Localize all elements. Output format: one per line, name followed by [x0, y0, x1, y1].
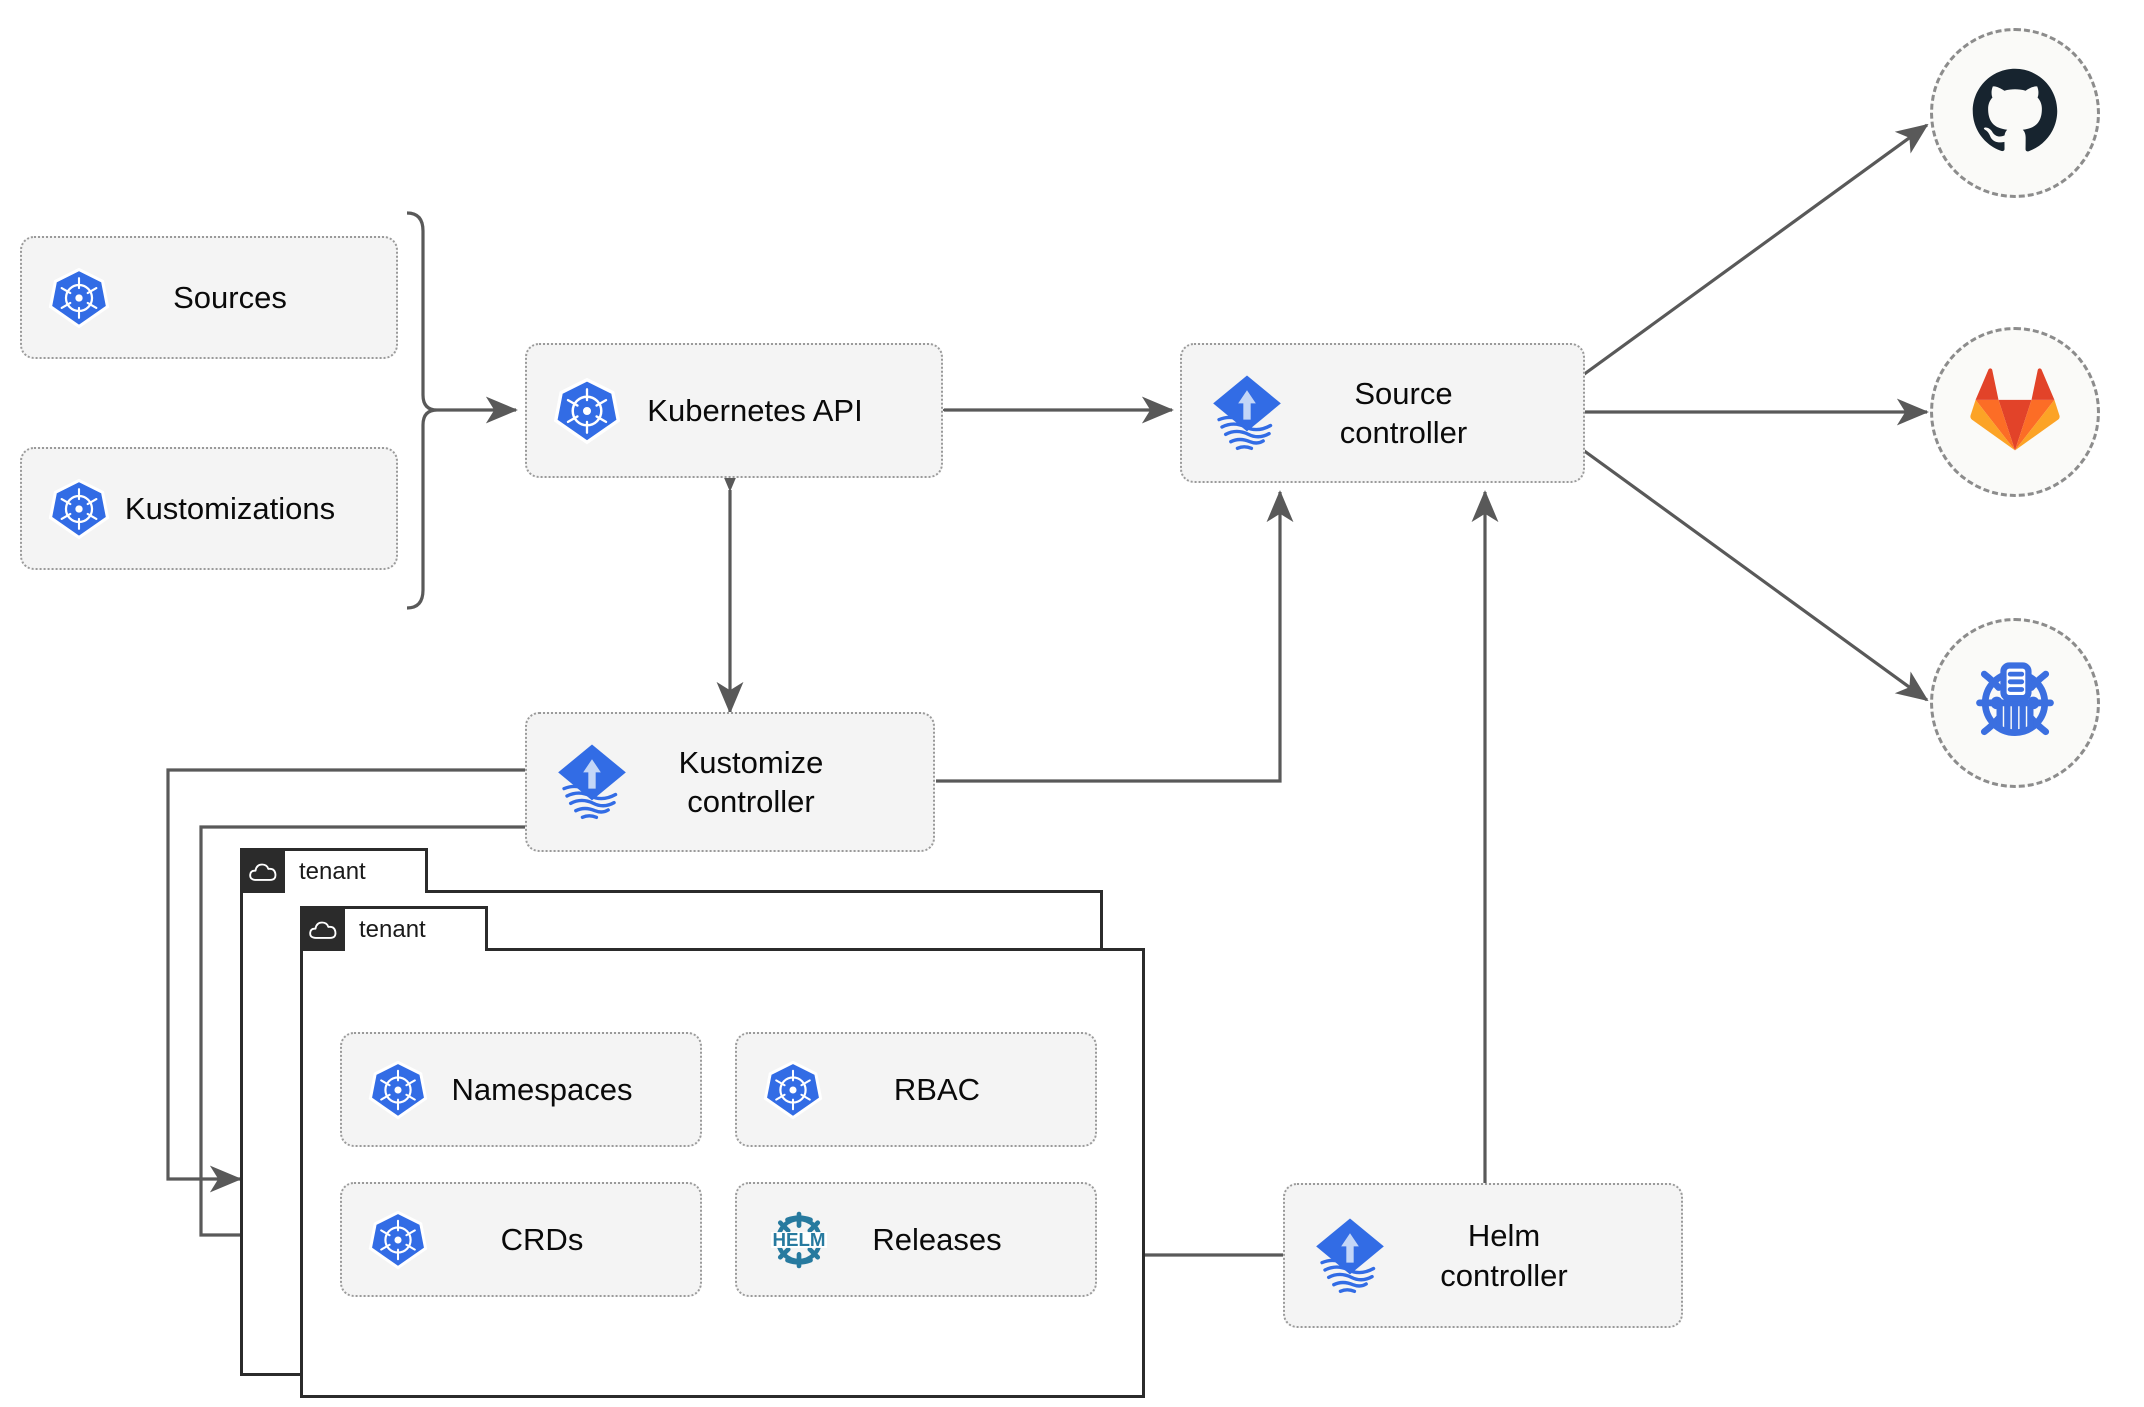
node-crds[interactable]: CRDs	[340, 1182, 702, 1297]
node-namespaces[interactable]: Namespaces	[340, 1032, 702, 1147]
node-sources[interactable]: Sources	[20, 236, 398, 359]
kubernetes-icon	[368, 1060, 428, 1120]
brace-connector	[406, 211, 438, 610]
node-source-controller[interactable]: Source controller	[1180, 343, 1585, 483]
node-label: Releases	[872, 1221, 1002, 1257]
cloud-icon	[300, 909, 345, 951]
node-label: Kustomizations	[124, 490, 336, 526]
node-label: Helm controller	[1440, 1218, 1568, 1293]
external-bucket[interactable]	[1930, 618, 2100, 788]
node-releases[interactable]: HELM Releases	[735, 1182, 1097, 1297]
arrow-source-to-bucket	[1582, 448, 1929, 702]
flux-icon	[555, 743, 629, 821]
tenant-outer-tab[interactable]: tenant	[240, 848, 428, 893]
node-label: RBAC	[893, 1071, 981, 1107]
flux-icon	[1210, 374, 1284, 452]
bucket-icon	[1967, 653, 2063, 754]
node-kustomize-controller[interactable]: Kustomize controller	[525, 712, 935, 852]
node-label: Sources	[173, 279, 287, 315]
node-helm-controller[interactable]: Helm controller	[1283, 1183, 1683, 1328]
github-icon	[1967, 63, 2063, 164]
tenant-inner-container: tenant	[300, 906, 1145, 1398]
external-github[interactable]	[1930, 28, 2100, 198]
cloud-icon	[240, 851, 285, 893]
gitlab-icon	[1969, 366, 2061, 459]
tenant-label: tenant	[299, 858, 366, 885]
node-label: Kustomize controller	[678, 744, 824, 819]
node-label: Source controller	[1339, 375, 1468, 450]
arrow-source-to-github	[1582, 123, 1929, 377]
node-kustomizations[interactable]: Kustomizations	[20, 447, 398, 570]
flux-icon	[1313, 1217, 1387, 1295]
kubernetes-icon	[48, 267, 110, 329]
kubernetes-icon	[763, 1060, 823, 1120]
external-gitlab[interactable]	[1930, 327, 2100, 497]
node-label: Kubernetes API	[647, 392, 863, 428]
kubernetes-icon	[48, 478, 110, 540]
node-rbac[interactable]: RBAC	[735, 1032, 1097, 1147]
helm-icon: HELM	[763, 1204, 835, 1276]
arrow-kustomize-to-source-controller	[936, 490, 1294, 783]
node-kubernetes-api[interactable]: Kubernetes API	[525, 343, 943, 478]
svg-text:HELM: HELM	[772, 1228, 825, 1249]
kubernetes-icon	[368, 1210, 428, 1270]
tenant-label: tenant	[359, 916, 426, 943]
kubernetes-icon	[553, 377, 621, 445]
tenant-inner-tab[interactable]: tenant	[300, 906, 488, 951]
